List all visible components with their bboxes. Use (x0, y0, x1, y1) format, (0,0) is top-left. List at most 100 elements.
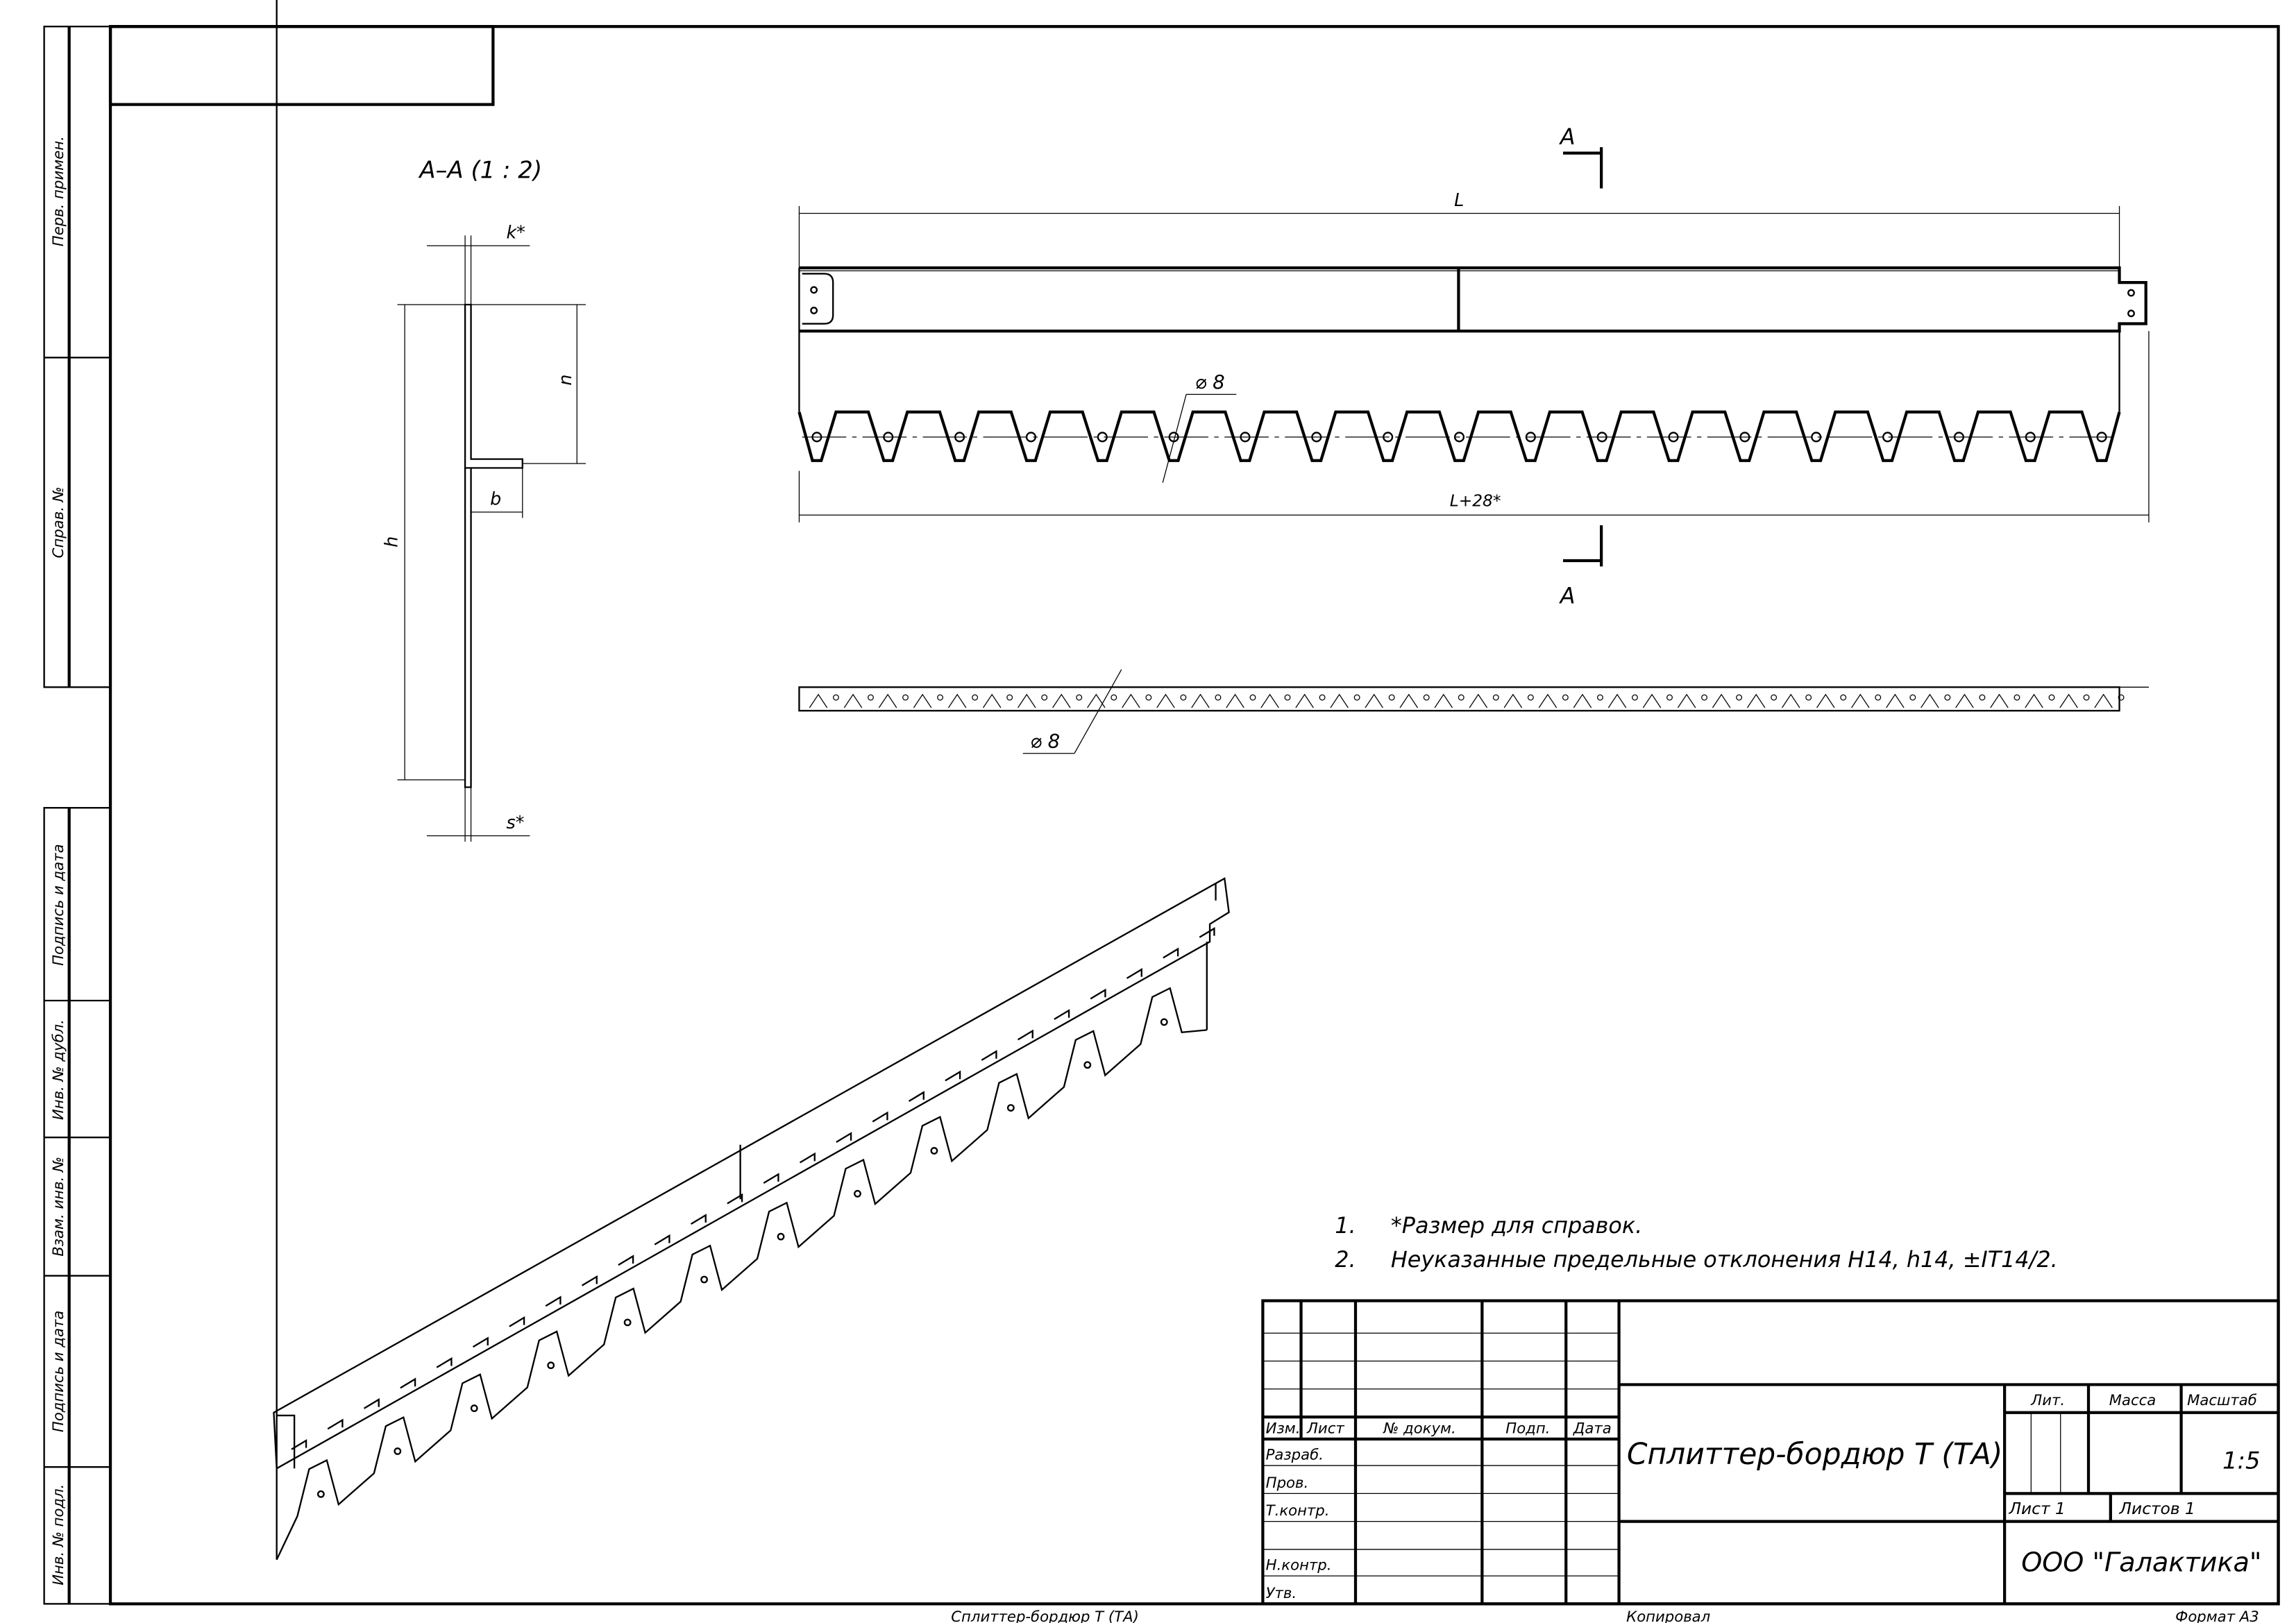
tooth-mark (1469, 693, 1488, 708)
section-mark-bottom: A (1559, 583, 1576, 609)
bottom-hole-dim-label: ⌀ 8 (1030, 730, 1060, 752)
role-label: Н.контр. (1266, 1556, 1332, 1574)
tooth-mark (1191, 693, 1210, 708)
tooth-mark (1018, 693, 1036, 708)
tooth-mark (1156, 693, 1175, 708)
hole-mark (1249, 694, 1256, 701)
tooth-mark (1087, 693, 1106, 708)
scale-value: 1:5 (2222, 1447, 2261, 1474)
iso-tooth-mark (509, 1316, 525, 1327)
hole-mark (1458, 694, 1464, 701)
header-change: Изм. (1266, 1419, 1301, 1436)
iso-hole (470, 1404, 478, 1412)
tooth-mark (1677, 693, 1696, 708)
teeth-profile (797, 410, 2121, 462)
stamp-cell-label: Взам. инв. № (49, 1157, 67, 1257)
hole-mark (2048, 694, 2055, 701)
tooth-mark (1816, 693, 1835, 708)
tooth-mark (1260, 693, 1279, 708)
iso-tooth-mark (1054, 1009, 1070, 1020)
hole-mark (1215, 694, 1222, 701)
front-view: L ⌀ 8 L+28* A A (797, 124, 2150, 609)
iso-hole (854, 1189, 861, 1198)
hole-mark (1145, 694, 1152, 701)
section-title: A–A (1 : 2) (418, 157, 542, 184)
iso-hole (1083, 1061, 1092, 1069)
mounting-hole (1453, 432, 1465, 443)
hole-mark (1666, 694, 1673, 701)
iso-tooth-mark (327, 1418, 344, 1430)
title-block: Изм. Лист № докум. Подп. Дата Разраб. Пр… (1261, 1299, 2280, 1606)
tooth-mark (1851, 693, 1870, 708)
note-number: 2. (1335, 1247, 1356, 1273)
tooth-mark (1365, 693, 1383, 708)
iso-tooth-mark (1126, 968, 1142, 979)
iso-hole (623, 1318, 632, 1327)
hole-mark (1388, 694, 1395, 701)
tooth-mark (2059, 693, 2078, 708)
mass-label: Масса (2109, 1391, 2156, 1409)
role-label: Утв. (1266, 1584, 1297, 1601)
iso-tooth-mark (618, 1255, 634, 1266)
iso-hole (700, 1275, 708, 1284)
iso-tooth-mark (1163, 947, 1179, 959)
dim-k: k* (506, 222, 525, 243)
tooth-mark (1434, 693, 1453, 708)
hole-mark (1805, 694, 1812, 701)
footer-copied: Копировал (1626, 1608, 1710, 1623)
iso-hole (394, 1447, 402, 1455)
iso-hole (547, 1361, 555, 1370)
iso-tooth-mark (836, 1132, 852, 1143)
tooth-mark (809, 693, 828, 708)
iso-tooth-mark (363, 1397, 380, 1409)
role-label: Т.контр. (1266, 1502, 1330, 1519)
tooth-mark (843, 693, 863, 708)
stamp-cell-label: Подпись и дата (49, 844, 67, 966)
iso-hole (1006, 1104, 1015, 1112)
header-sheet: Лист (1306, 1419, 1344, 1436)
tooth-mark (1781, 693, 1800, 708)
company-name: ООО "Галактика" (2021, 1547, 2261, 1578)
iso-hole (930, 1147, 938, 1155)
tooth-mark (947, 693, 967, 708)
tooth-mark (1642, 693, 1662, 708)
tooth-mark (1538, 693, 1558, 708)
dim-length: L (1454, 189, 1464, 210)
hole-mark (1632, 694, 1638, 701)
iso-tooth-mark (945, 1070, 961, 1082)
iso-tooth-mark (727, 1193, 743, 1205)
dim-n: n (555, 374, 575, 385)
section-view-a-a: A–A (1 : 2) k* h n b s* (381, 157, 586, 842)
hole-mark (1353, 694, 1360, 701)
sheet-count: Листов 1 (2119, 1499, 2195, 1518)
tooth-mark (2094, 693, 2113, 708)
hole-mark (1771, 694, 1778, 701)
hole-mark (1701, 694, 1708, 701)
top-left-box (108, 25, 495, 106)
note-number: 1. (1335, 1213, 1356, 1239)
footer-format: Формат А3 (2175, 1608, 2259, 1623)
stamp-cell-label: Инв. № подл. (49, 1484, 67, 1586)
bottom-view: ⌀ 8 (798, 669, 2149, 754)
iso-tooth-mark (436, 1357, 453, 1368)
dim-b: b (490, 488, 501, 509)
hole-mark (1284, 694, 1291, 701)
drawing-title: Сплиттер-бордюр Т (ТА) (1627, 1438, 2003, 1472)
hole-mark (2014, 694, 2020, 701)
tooth-mark (1607, 693, 1627, 708)
notes: 1. *Размер для справок. 2. Неуказанные п… (1335, 1213, 2057, 1273)
section-mark-top: A (1559, 124, 1576, 150)
iso-tooth-mark (981, 1050, 997, 1061)
stamp-cell-label: Справ. № (49, 486, 67, 558)
hole-mark (1596, 694, 1603, 701)
hole-mark (1875, 694, 1882, 701)
hole-mark (1492, 694, 1499, 701)
iso-hole (316, 1490, 325, 1498)
role-label: Разраб. (1266, 1446, 1324, 1463)
tooth-mark (1503, 693, 1523, 708)
iso-tooth-mark (1090, 988, 1106, 1000)
tooth-mark (1226, 693, 1244, 708)
tooth-mark (1122, 693, 1140, 708)
iso-tooth-mark (581, 1275, 598, 1286)
dim-total-length: L+28* (1450, 491, 1501, 510)
